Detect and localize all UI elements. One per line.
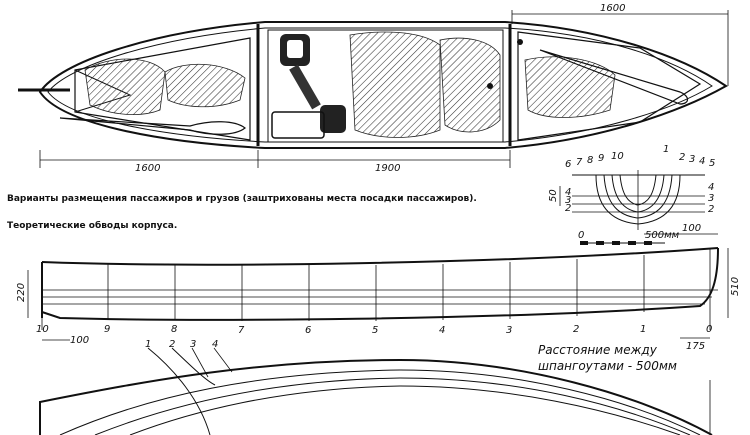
hb-outer — [39, 358, 713, 435]
scale-end: 500мм — [645, 230, 680, 241]
seat-mid-2 — [439, 37, 501, 133]
profile-station-1: 1 — [640, 324, 646, 335]
profile-keel — [41, 247, 719, 321]
section-wl-right-2: 2 — [708, 204, 714, 215]
profile-station-3: 3 — [506, 325, 512, 336]
plan-dim-bottom-mid: 1900 — [375, 163, 400, 174]
frame-left — [74, 37, 251, 141]
hb-curve-1 — [147, 347, 211, 435]
hb-label-2: 2 — [169, 339, 175, 350]
section-wl-left-3: 3 — [565, 195, 571, 206]
section-station-left-9: 9 — [598, 153, 604, 164]
hb-label-1: 1 — [145, 339, 151, 350]
plan-dim-bottom-left: 1600 — [135, 163, 160, 174]
section-wl-left-4: 4 — [565, 187, 571, 198]
note-line1: Расстояние между — [538, 343, 658, 357]
paddle-left — [59, 117, 246, 135]
profile-station-6: 6 — [305, 325, 311, 336]
section-station-left-6: 6 — [565, 159, 571, 170]
section-station-right-4: 4 — [699, 156, 705, 167]
seat-mid-box — [267, 29, 504, 143]
profile-station-4: 4 — [439, 325, 445, 336]
profile-dim-left-height: 220 — [16, 283, 27, 302]
profile-station-10: 10 — [36, 324, 49, 335]
profile-station-9: 9 — [104, 324, 110, 335]
profile-station-7: 7 — [238, 325, 245, 336]
plan-hull-outline — [38, 21, 728, 149]
note-line2: шпангоутами - 500мм — [538, 359, 677, 373]
half-breadth-view: 1 2 3 4 — [39, 339, 713, 435]
profile-view: 10 9 8 7 6 5 4 3 2 1 0 100 220 510 100 1… — [16, 223, 741, 352]
seat-right — [524, 56, 616, 118]
seat-left-2 — [164, 63, 246, 108]
scale-zero: 0 — [578, 230, 584, 241]
fuel-tank — [271, 111, 325, 139]
section-wl-right-4: 4 — [708, 182, 714, 193]
profile-station-8: 8 — [171, 324, 177, 335]
plan-hull-inner — [47, 27, 713, 143]
profile-sheer — [41, 247, 719, 266]
section-station-right-3: 3 — [689, 154, 695, 165]
profile-station-0: 0 — [706, 324, 712, 335]
fitting-bow — [517, 39, 523, 45]
plan-dim-top-right: 1600 — [600, 3, 625, 14]
section-wl-left-2: 2 — [565, 203, 571, 214]
section-station-left-8: 8 — [587, 155, 593, 166]
paddle-right — [539, 49, 689, 105]
profile-dim-right-height: 510 — [730, 277, 741, 296]
caption-variants: Варианты размещения пассажиров и грузов … — [7, 194, 477, 204]
profile-dim-bottom-right: 175 — [686, 341, 705, 352]
section-wl-right-3: 3 — [708, 193, 714, 204]
frame-right — [517, 31, 702, 141]
profile-dim-top-right: 100 — [682, 223, 701, 234]
plan-view: 1600 1600 1900 — [18, 3, 729, 174]
section-station-right-1: 1 — [663, 144, 669, 155]
profile-station-2: 2 — [573, 324, 579, 335]
seat-mid-1 — [349, 31, 441, 138]
fitting-mid — [487, 83, 493, 89]
section-station-right-2: 2 — [679, 152, 685, 163]
section-station-left-7: 7 — [576, 157, 583, 168]
profile-dim-bottom-left: 100 — [70, 335, 89, 346]
caption-lines: Теоретические обводы корпуса. — [7, 220, 177, 231]
profile-station-5: 5 — [372, 325, 378, 336]
section-station-right-5: 5 — [709, 158, 715, 169]
hb-label-4: 4 — [212, 339, 218, 350]
section-height-dim: 50 — [548, 189, 559, 202]
seat-left-1 — [84, 58, 166, 115]
section-station-left-10: 10 — [611, 151, 624, 162]
outboard-motor — [280, 34, 346, 133]
body-section: 6 7 8 9 10 1 2 3 4 5 4 3 2 4 3 2 50 0 50… — [548, 144, 715, 245]
hb-curve-2 — [171, 347, 216, 386]
hb-label-3: 3 — [190, 339, 196, 350]
